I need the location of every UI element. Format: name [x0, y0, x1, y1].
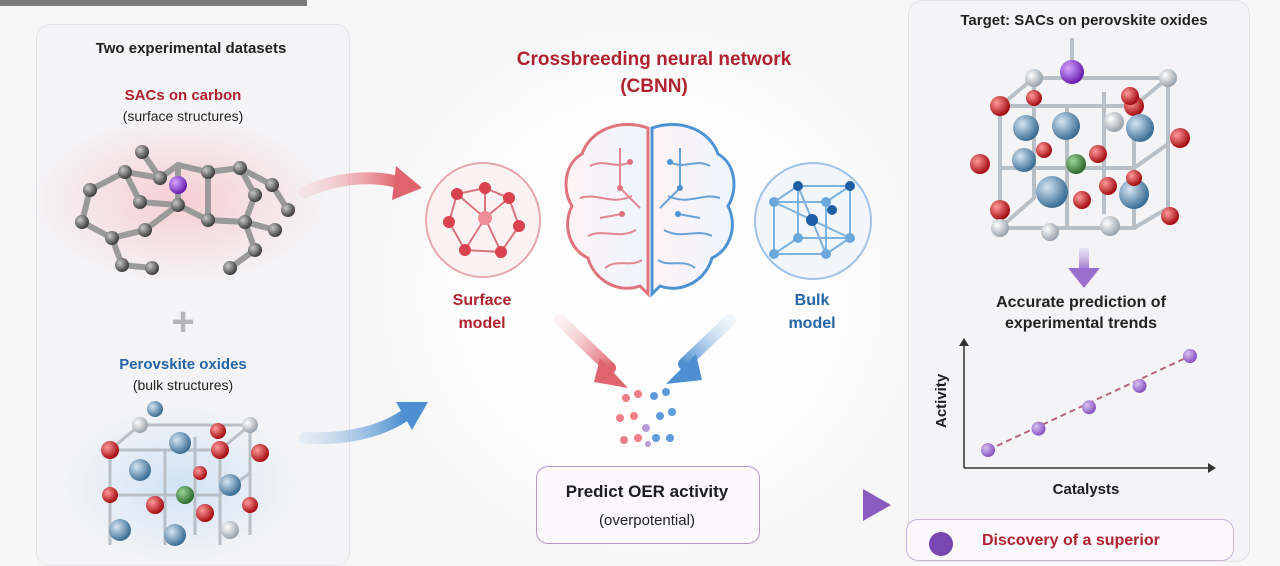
- cbnn-title-line-2: (CBNN): [620, 76, 688, 97]
- arrow-right-purple-icon: [793, 489, 891, 521]
- data-point-3: [1082, 400, 1096, 415]
- prediction-line-1: Accurate prediction of: [996, 294, 1166, 311]
- data-point-1: [981, 443, 995, 457]
- dataset-2-name: Perovskite oxides: [119, 356, 247, 373]
- bulk-cube-icon: [754, 162, 872, 280]
- activity-trend-chart: Activity Catalysts: [933, 338, 1216, 498]
- prediction-line-2: experimental trends: [1004, 315, 1158, 332]
- target-sac-perovskite-icon: [970, 38, 1190, 241]
- data-point-2: [1031, 421, 1046, 436]
- discovery-bullet-icon: [929, 532, 953, 556]
- x-axis-arrowhead: [1208, 463, 1216, 473]
- data-point-4: [1132, 378, 1147, 393]
- x-axis-label: Catalysts: [1053, 481, 1120, 498]
- data-points: [981, 349, 1197, 457]
- arrow-down-purple-icon: [1068, 248, 1100, 288]
- cbnn-title-line-1: Crossbreeding neural network: [516, 49, 792, 70]
- converging-arrows-icon: [554, 314, 736, 447]
- bulk-model-line-1: Bulk: [794, 292, 830, 309]
- brain-icon: [564, 123, 736, 298]
- predict-title: Predict OER activity: [565, 482, 729, 501]
- center-glow: [380, 30, 920, 550]
- dataset-1-name: SACs on carbon: [124, 87, 242, 104]
- surface-graph-icon: [425, 162, 541, 278]
- bulk-model-line-2: model: [788, 315, 836, 332]
- plus-sign: +: [171, 300, 195, 344]
- dataset-2-detail: (bulk structures): [132, 377, 234, 393]
- carbon-sac-molecule-icon: [30, 115, 330, 285]
- discovery-text: Discovery of a superior: [982, 532, 1160, 549]
- arrow-right-blue-icon: [299, 402, 428, 445]
- cropped-title-fragment: [0, 0, 1280, 6]
- surface-model-line-2: model: [458, 315, 506, 332]
- y-axis-arrowhead: [959, 338, 969, 346]
- predict-detail: (overpotential): [599, 512, 695, 529]
- surface-model-line-1: Surface: [452, 292, 512, 309]
- target-title: Target: SACs on perovskite oxides: [960, 12, 1208, 29]
- y-axis-label: Activity: [933, 373, 950, 428]
- left-panel-title: Two experimental datasets: [95, 40, 287, 57]
- perovskite-bulk-structure-icon: [60, 401, 300, 565]
- data-point-5: [1183, 349, 1197, 363]
- arrow-right-red-icon: [299, 166, 422, 200]
- predict-oer-box: [536, 466, 760, 544]
